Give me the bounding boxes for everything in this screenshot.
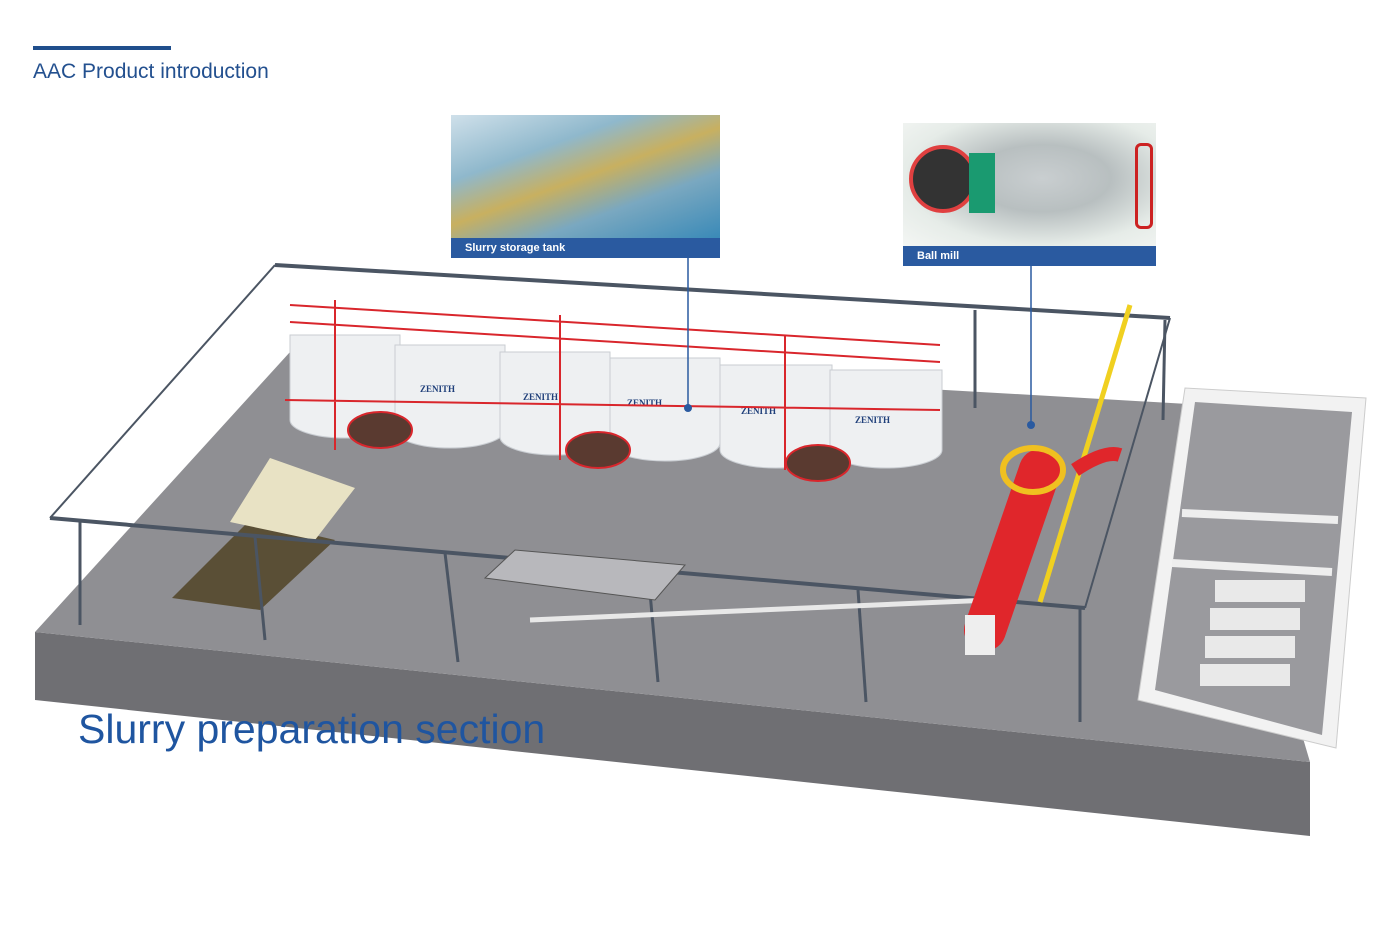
hopper (483, 549, 687, 601)
slurry-tanks: ZENITH ZENITH ZENITH ZENITH ZENITH (284, 300, 943, 482)
platform-top (35, 352, 1310, 762)
section-title: Slurry preparation section (78, 706, 546, 752)
conveyor (529, 597, 991, 623)
connector-dot (684, 404, 692, 412)
crane-yellow (1037, 304, 1133, 603)
tank-brand-label: ZENITH (627, 398, 662, 408)
ball-mill (964, 445, 1123, 655)
platform-front-face (35, 632, 1310, 836)
page-title: AAC Product introduction (33, 60, 269, 83)
ball-mill-photo (903, 123, 1156, 246)
connector-dot (1027, 421, 1035, 429)
callout-caption: Slurry storage tank (451, 238, 720, 258)
header-accent-bar (33, 46, 171, 50)
tank-brand-label: ZENITH (523, 392, 558, 402)
sand-pile (172, 520, 335, 610)
callout-slurry-storage-tank: Slurry storage tank (451, 115, 720, 258)
tank-brand-label: ZENITH (741, 406, 776, 416)
slurry-storage-tank-photo (451, 115, 720, 238)
callout-caption: Ball mill (903, 246, 1156, 266)
control-building (1137, 387, 1367, 749)
tank-brand-label: ZENITH (420, 384, 455, 394)
callout-ball-mill: Ball mill (903, 123, 1156, 266)
tank-brand-label: ZENITH (855, 415, 890, 425)
sand-pile-top (230, 458, 355, 540)
